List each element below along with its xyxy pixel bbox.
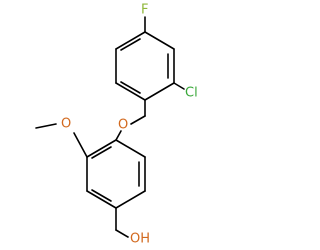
ether-oxygen-label: O: [118, 118, 128, 133]
bond: [86, 139, 117, 158]
upper-ring: [115, 31, 175, 101]
bond-ring-ome: [73, 132, 88, 158]
bond: [115, 139, 146, 158]
lower-substituent-bonds: [35, 123, 129, 238]
double-bond-inner: [91, 189, 112, 202]
structure-diagram: F Cl O O OH: [35, 3, 198, 247]
hydroxyl-label: OH: [130, 232, 150, 247]
bond: [115, 82, 146, 101]
bond-ch2-o: [130, 115, 146, 125]
bond-o-ring: [115, 130, 122, 141]
bond: [115, 190, 146, 209]
bond-c-cl: [173, 82, 185, 90]
bond: [144, 82, 175, 101]
fluorine-label: F: [141, 3, 148, 18]
chlorine-label: Cl: [185, 86, 198, 101]
bond: [115, 31, 146, 50]
lower-ring: [86, 139, 146, 209]
bond: [86, 190, 117, 209]
upper-substituent-bonds: [130, 16, 185, 125]
double-bond-inner: [91, 146, 112, 159]
bond: [144, 31, 175, 50]
methoxy-oxygen-label: O: [61, 117, 71, 132]
bond-ch2-oh: [115, 229, 129, 238]
molecule-canvas: F Cl O O OH: [35, 3, 198, 247]
double-bond-inner: [120, 38, 141, 51]
bond-ome-ch3: [35, 123, 57, 129]
double-bond-inner: [120, 81, 141, 94]
